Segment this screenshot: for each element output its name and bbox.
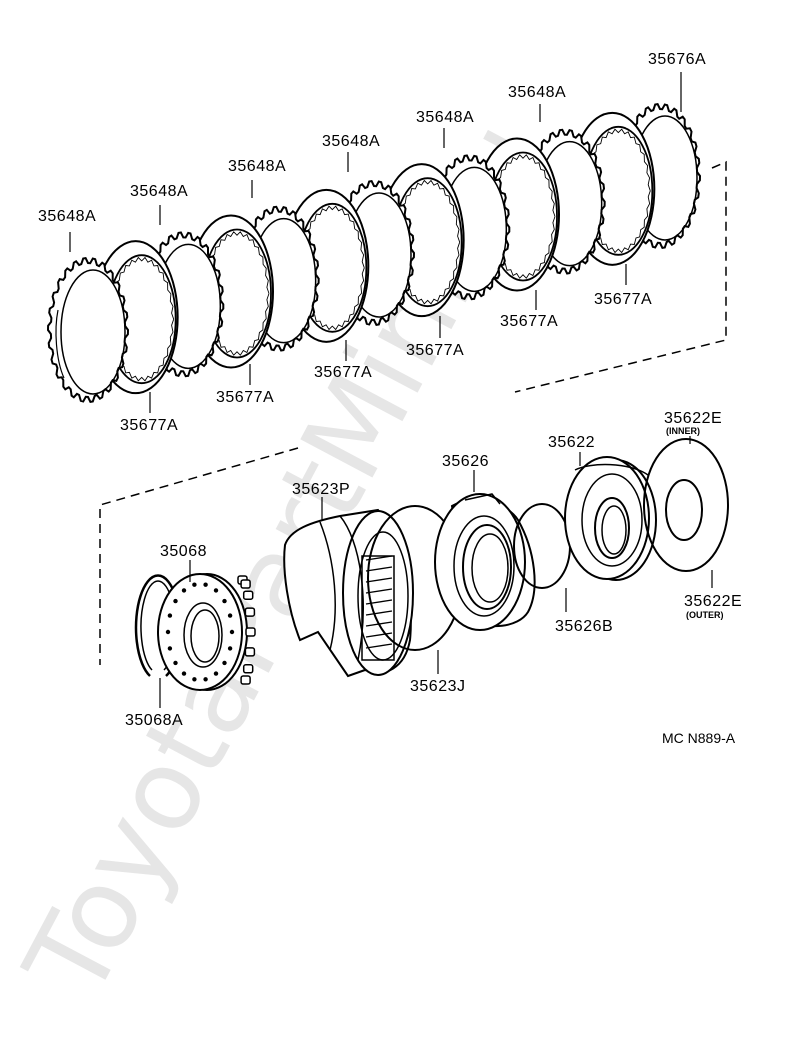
flange-35068 bbox=[157, 573, 256, 691]
connector-line-upper bbox=[514, 160, 727, 393]
o-ring-35622E-inner bbox=[665, 479, 703, 541]
label-35677A-4: 35677A bbox=[406, 342, 464, 359]
label-35623P: 35623P bbox=[292, 481, 350, 498]
label-35622: 35622 bbox=[548, 434, 595, 451]
label-35622E-inner: 35622E bbox=[664, 410, 722, 427]
label-35648A-4: 35648A bbox=[322, 133, 380, 150]
o-ring-35622E-outer bbox=[643, 438, 729, 572]
label-35622E-outer: 35622E bbox=[684, 593, 742, 610]
label-35677A-5: 35677A bbox=[500, 313, 558, 330]
clutch-plate bbox=[46, 256, 130, 404]
label-35648A-3: 35648A bbox=[228, 158, 286, 175]
clutch-pack bbox=[46, 102, 702, 404]
label-35068: 35068 bbox=[160, 543, 207, 560]
label-35622E-inner-note: (INNER) bbox=[666, 426, 700, 436]
label-35626B: 35626B bbox=[555, 618, 613, 635]
label-35677A-2: 35677A bbox=[216, 389, 274, 406]
label-35068A: 35068A bbox=[125, 712, 183, 729]
label-35676A: 35676A bbox=[648, 51, 706, 68]
piston-35626 bbox=[434, 493, 536, 631]
label-35648A-6: 35648A bbox=[508, 84, 566, 101]
label-35626: 35626 bbox=[442, 453, 489, 470]
label-35623J: 35623J bbox=[410, 678, 466, 695]
label-35648A-1: 35648A bbox=[38, 208, 96, 225]
label-35677A-3: 35677A bbox=[314, 364, 372, 381]
flange-holes bbox=[165, 575, 256, 685]
label-35677A-6: 35677A bbox=[594, 291, 652, 308]
label-35648A-5: 35648A bbox=[416, 109, 474, 126]
label-35677A-1: 35677A bbox=[120, 417, 178, 434]
piston-35622 bbox=[564, 456, 657, 581]
connector-line-lower bbox=[99, 447, 299, 665]
diagram-code: MC N889-A bbox=[662, 730, 736, 746]
label-35622E-outer-note: (OUTER) bbox=[686, 610, 724, 620]
label-35648A-2: 35648A bbox=[130, 183, 188, 200]
leader-lines bbox=[69, 72, 713, 708]
